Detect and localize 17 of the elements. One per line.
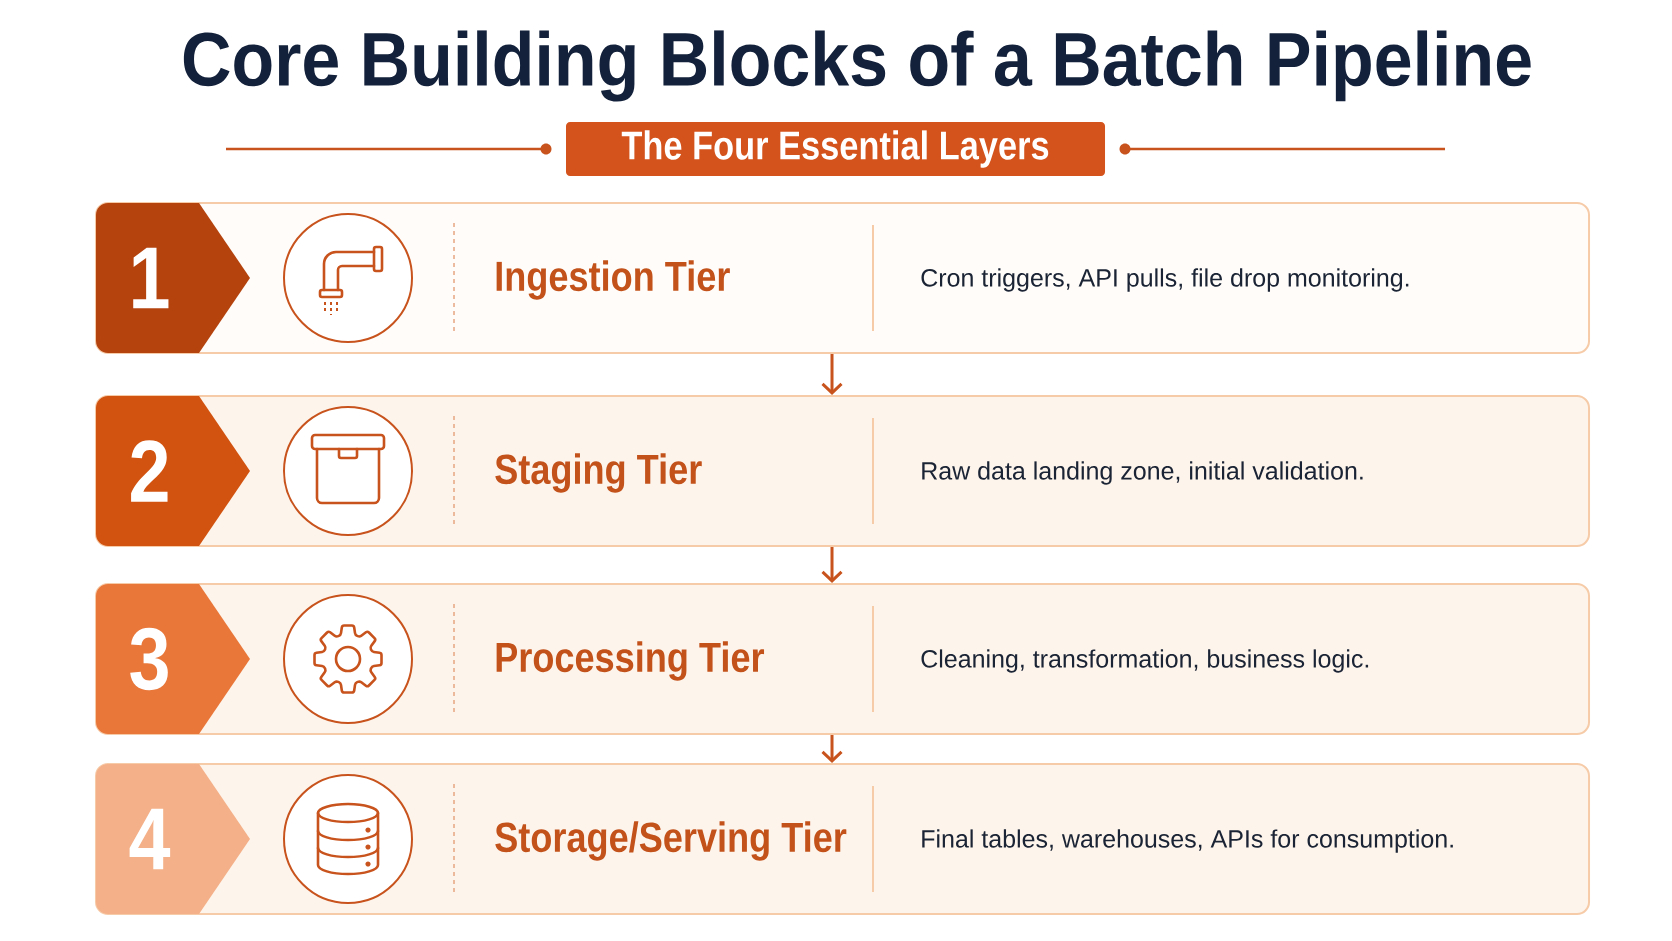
tier-description: Final tables, warehouses, APIs for consumption. [922, 829, 1453, 853]
number-badge: 3 [96, 584, 250, 734]
arrow [821, 735, 843, 763]
tier-heading: Storage/Serving Tier [495, 821, 847, 861]
tier-description: Cron triggers, API pulls, file drop monitoring. [921, 268, 1409, 292]
arrow [821, 354, 843, 395]
title: Core Building Blocks of a Batch Pipeline [183, 30, 1531, 102]
subtitle-banner: The Four Essential Layers [566, 122, 1105, 176]
tier-heading: Staging Tier [495, 453, 702, 493]
number-badge: 2 [96, 396, 250, 546]
tier-heading: Processing Tier [496, 641, 765, 681]
tier-heading: Ingestion Tier [496, 260, 730, 300]
number-badge: 1 [96, 203, 250, 353]
tier-description: Cleaning, transformation, business logic. [921, 649, 1369, 673]
tier-description: Raw data landing zone, initial validation. [922, 461, 1363, 485]
arrow [821, 547, 843, 583]
number-badge: 4 [96, 764, 250, 914]
